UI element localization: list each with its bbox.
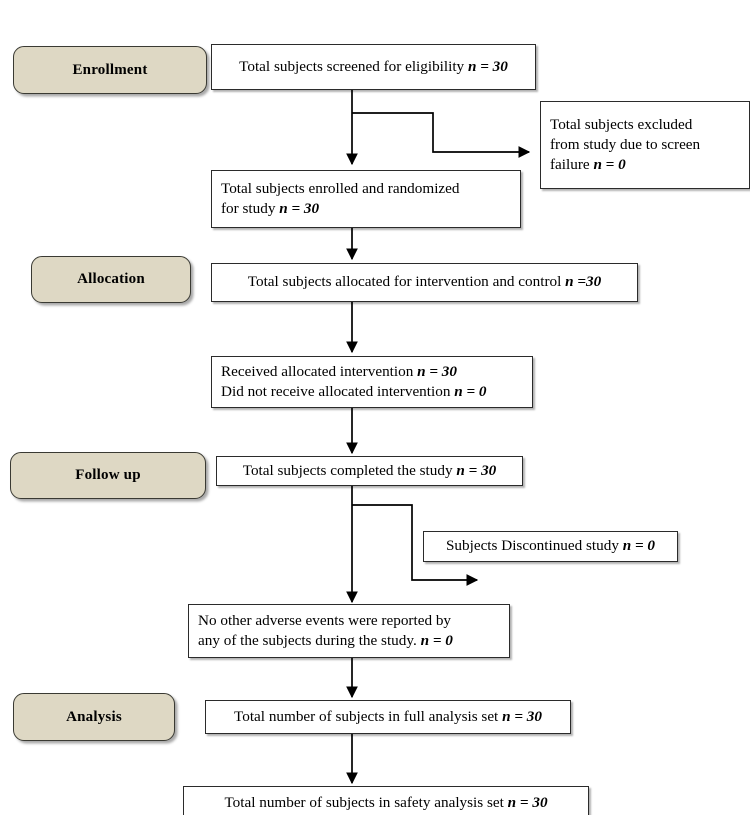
- node-box-enrolled[interactable]: Total subjects enrolled and randomized f…: [211, 170, 521, 228]
- node-box-adverse[interactable]: No other adverse events were reported by…: [188, 604, 510, 658]
- stage-pill-enrollment[interactable]: Enrollment: [13, 46, 207, 94]
- node-box-allocated[interactable]: Total subjects allocated for interventio…: [211, 263, 638, 302]
- node-text-full-analysis: Total number of subjects in full analysi…: [234, 707, 542, 725]
- node-text-adverse: No other adverse events were reported by…: [198, 611, 453, 649]
- node-box-full-analysis[interactable]: Total number of subjects in full analysi…: [205, 700, 571, 734]
- stage-pill-allocation[interactable]: Allocation: [31, 256, 191, 303]
- node-box-excluded[interactable]: Total subjects excluded from study due t…: [540, 101, 750, 189]
- stage-pill-analysis[interactable]: Analysis: [13, 693, 175, 741]
- stage-label-analysis: Analysis: [66, 708, 122, 725]
- stage-pill-followup[interactable]: Follow up: [10, 452, 206, 499]
- node-text-safety-analysis: Total number of subjects in safety analy…: [224, 793, 548, 811]
- stage-label-enrollment: Enrollment: [72, 61, 148, 78]
- node-box-safety-analysis[interactable]: Total number of subjects in safety analy…: [183, 786, 589, 815]
- node-box-received[interactable]: Received allocated intervention n = 30 D…: [211, 356, 533, 408]
- node-box-completed[interactable]: Total subjects completed the study n = 3…: [216, 456, 523, 486]
- node-text-enrolled: Total subjects enrolled and randomized f…: [221, 179, 460, 217]
- node-box-screened[interactable]: Total subjects screened for eligibility …: [211, 44, 536, 90]
- node-text-completed: Total subjects completed the study n = 3…: [242, 461, 497, 479]
- node-text-discontinued: Subjects Discontinued study n = 0: [445, 537, 656, 555]
- node-text-screened: Total subjects screened for eligibility …: [239, 57, 508, 75]
- node-text-allocated: Total subjects allocated for interventio…: [247, 273, 602, 291]
- stage-label-allocation: Allocation: [77, 271, 145, 287]
- node-text-excluded: Total subjects excluded from study due t…: [550, 115, 701, 174]
- node-box-discontinued[interactable]: Subjects Discontinued study n = 0: [423, 531, 678, 562]
- stage-label-followup: Follow up: [75, 467, 141, 483]
- node-text-received: Received allocated intervention n = 30 D…: [221, 362, 487, 400]
- connector-screened-to-excluded: [352, 112, 531, 158]
